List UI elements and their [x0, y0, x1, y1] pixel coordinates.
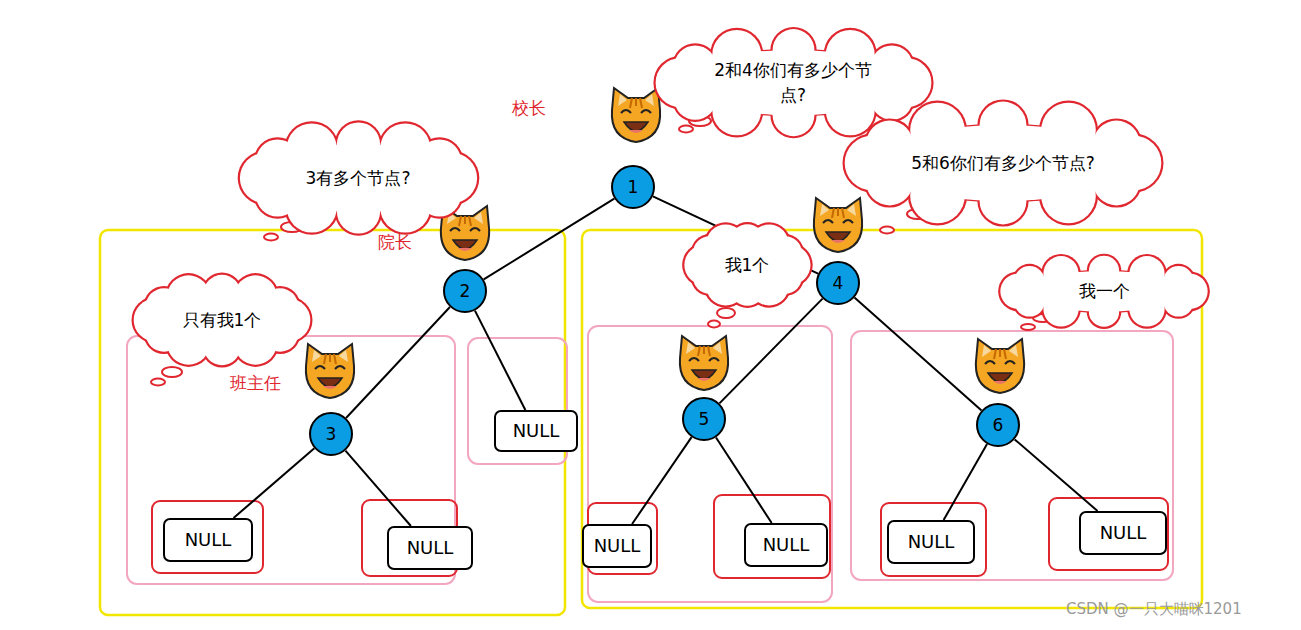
tree-node: 3	[309, 412, 353, 456]
tree-edge	[716, 437, 772, 523]
node-number: 4	[833, 271, 844, 296]
speech-cloud: 只有我1个	[141, 281, 303, 359]
node-number: 3	[326, 422, 337, 447]
null-text: NULL	[908, 529, 955, 555]
null-text: NULL	[594, 533, 641, 559]
role-label: 院长	[378, 231, 412, 254]
cloud-text: 我一个	[1079, 279, 1130, 304]
tree-edge	[475, 311, 525, 410]
null-box: NULL	[387, 526, 473, 570]
cloud-outline	[666, 38, 921, 127]
tree-edge	[944, 444, 987, 520]
null-text: NULL	[1100, 520, 1147, 546]
tree-node: 1	[611, 165, 655, 209]
tree-node: 4	[816, 261, 860, 305]
tree-node: 6	[976, 403, 1020, 447]
speech-cloud: 我一个	[1004, 259, 1204, 324]
null-box: NULL	[163, 518, 253, 562]
node-number: 5	[699, 407, 710, 432]
role-label: 校长	[512, 97, 546, 120]
cloud-text: 3有多个节点?	[306, 166, 411, 191]
null-box: NULL	[887, 520, 975, 564]
cloud-text: 只有我1个	[183, 308, 262, 333]
tree-edge	[346, 307, 450, 418]
null-box: NULL	[494, 410, 578, 452]
tree-edge	[345, 451, 410, 526]
watermark: CSDN @一只大喵咪1201	[1066, 600, 1242, 619]
null-box: NULL	[744, 523, 828, 567]
tree-edge	[719, 299, 822, 404]
cloud-text: 2和4你们有多少个节点?	[708, 58, 878, 107]
null-text: NULL	[513, 418, 560, 444]
tree-edge	[854, 298, 981, 411]
speech-cloud: 2和4你们有多少个节点?	[666, 38, 921, 127]
speech-cloud: 我1个	[690, 229, 805, 301]
null-text: NULL	[185, 527, 232, 553]
null-box: NULL	[1079, 511, 1167, 555]
tree-edge	[632, 437, 691, 524]
tree-edge	[1015, 439, 1098, 511]
cloud-text: 我1个	[725, 253, 770, 278]
speech-cloud: 5和6你们有多少个节点?	[858, 113, 1148, 213]
tree-node: 2	[443, 269, 487, 313]
tree-edge	[484, 199, 615, 280]
node-number: 2	[460, 279, 471, 304]
null-text: NULL	[407, 535, 454, 561]
role-label: 班主任	[230, 372, 281, 395]
cloud-text: 5和6你们有多少个节点?	[911, 151, 1095, 176]
node-number: 1	[628, 175, 639, 200]
null-box: NULL	[582, 524, 652, 568]
tree-node: 5	[682, 397, 726, 441]
tree-edge	[234, 448, 315, 518]
speech-cloud: 3有多个节点?	[251, 132, 466, 224]
node-number: 6	[993, 413, 1004, 438]
null-text: NULL	[763, 532, 810, 558]
